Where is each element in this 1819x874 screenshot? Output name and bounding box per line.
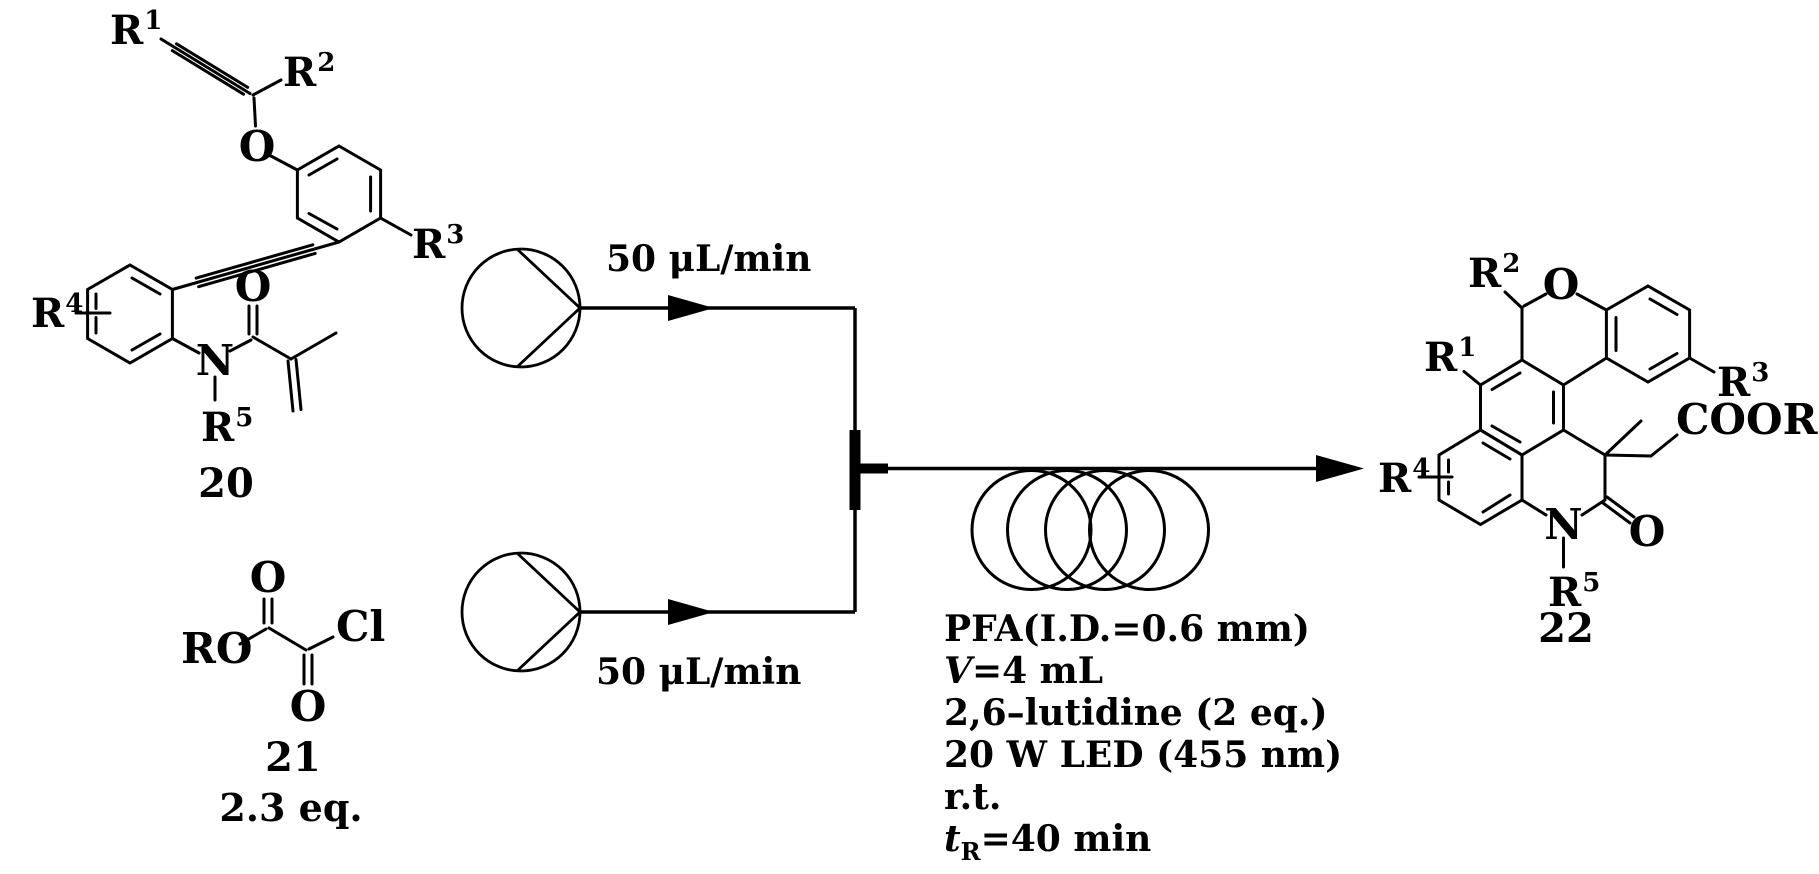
compound-21-bonds — [238, 597, 335, 686]
pyran-oxygen-label-22: O — [1543, 260, 1580, 309]
r1-label-22: R1 — [1424, 333, 1476, 381]
flow-system: 50 μL/min 50 μL/min — [460, 238, 1364, 693]
conditions-line-volume: V=4 mL — [944, 650, 1103, 692]
conditions-line-temperature: r.t. — [944, 776, 1001, 818]
bottom-oxygen-label-21: O — [290, 682, 327, 731]
compound-22-bonds — [1417, 284, 1716, 569]
reaction-conditions: PFA(I.D.=0.6 mm) V=4 mL 2,6–lutidine (2 … — [944, 608, 1342, 866]
conditions-line-tubing: PFA(I.D.=0.6 mm) — [944, 608, 1310, 650]
r4-label-22: R4 — [1378, 454, 1430, 502]
r3-label-20: R3 — [412, 220, 464, 268]
ro-group-label-21: RO — [181, 624, 253, 673]
coor-group-label-22: COOR — [1676, 395, 1819, 444]
r5-label-20: R5 — [201, 403, 253, 451]
r2-label-22: R2 — [1468, 249, 1520, 297]
flow-rate-top-label: 50 μL/min — [606, 238, 811, 280]
r2-label-20: R2 — [283, 48, 335, 96]
top-oxygen-label-21: O — [250, 553, 287, 602]
conditions-line-residence-time: tR=40 min — [944, 818, 1151, 866]
compound-20-number: 20 — [198, 460, 254, 507]
tee-junction-icon — [849, 430, 888, 510]
arrow-top-icon — [668, 295, 714, 321]
r1-label-20: R1 — [110, 6, 162, 54]
compound-22-structure: R2 O R1 R3 COOR R4 N O R5 22 — [1378, 249, 1819, 652]
pump-bottom-icon — [460, 551, 582, 673]
compound-21-structure: RO O Cl O 21 2.3 eq. — [181, 553, 385, 830]
reactor-coil-icon — [970, 469, 1210, 591]
conditions-line-light: 20 W LED (455 nm) — [944, 734, 1342, 776]
arrow-bottom-icon — [668, 599, 714, 625]
lactam-oxygen-label-22: O — [1629, 507, 1666, 556]
r5-label-22: R5 — [1548, 568, 1600, 616]
nitrogen-label-22: N — [1544, 500, 1582, 549]
ether-oxygen-label-20: O — [239, 122, 276, 171]
nitrogen-label-20: N — [196, 336, 234, 385]
chlorine-label-21: Cl — [336, 602, 385, 651]
amide-oxygen-label-20: O — [235, 262, 272, 311]
r4-label-20: R4 — [31, 289, 83, 337]
reaction-arrow-icon — [1316, 455, 1364, 482]
conditions-line-base: 2,6–lutidine (2 eq.) — [944, 692, 1328, 734]
compound-20-structure: R1 R2 O R3 R4 O N R5 20 — [31, 6, 464, 507]
flow-rate-bottom-label: 50 μL/min — [596, 651, 801, 693]
compound-21-equivalents: 2.3 eq. — [219, 785, 362, 830]
pump-top-icon — [460, 247, 582, 369]
r3-label-22: R3 — [1717, 358, 1769, 406]
compound-21-number: 21 — [265, 734, 321, 781]
compound-20-bonds — [74, 37, 413, 413]
compound-22-number: 22 — [1538, 605, 1594, 652]
